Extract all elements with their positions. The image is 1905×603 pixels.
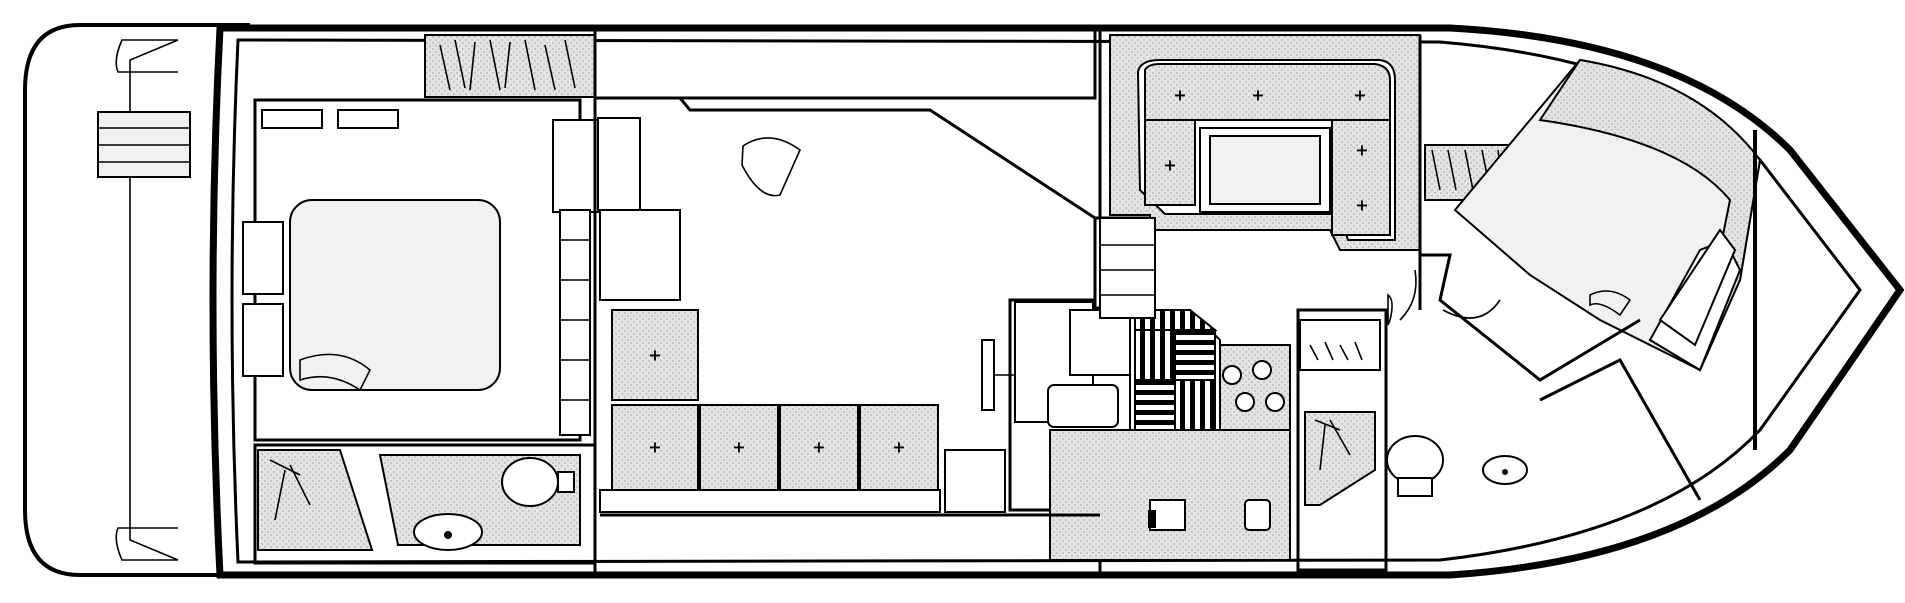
aft-shower bbox=[257, 449, 374, 551]
burner bbox=[1235, 392, 1255, 412]
swim-platform bbox=[23, 23, 250, 577]
aft-companionway-steps bbox=[552, 119, 609, 436]
forward-shower bbox=[1304, 411, 1376, 506]
cushion-cross: + bbox=[1163, 156, 1176, 175]
cushion-cross: + bbox=[1355, 141, 1368, 160]
cushion-cross: + bbox=[892, 438, 905, 457]
cushion-cross: + bbox=[812, 438, 825, 457]
cushion-cross: + bbox=[1251, 86, 1264, 105]
cushion-cross: + bbox=[732, 438, 745, 457]
cushion-cross: + bbox=[648, 438, 661, 457]
aft-pillow bbox=[242, 303, 284, 377]
cushion-cross: + bbox=[1353, 86, 1366, 105]
cushion-cross: + bbox=[1355, 196, 1368, 215]
aft-toilet bbox=[501, 457, 559, 507]
aft-stateroom bbox=[242, 34, 596, 442]
forward-stateroom bbox=[1418, 35, 1762, 501]
aft-pillow bbox=[242, 221, 284, 295]
cushion-cross: + bbox=[1173, 86, 1186, 105]
burner bbox=[1222, 365, 1242, 385]
forward-head bbox=[1296, 293, 1444, 572]
helm-seat bbox=[1047, 384, 1119, 428]
burner bbox=[1252, 360, 1272, 380]
cushion-cross: + bbox=[648, 346, 661, 365]
forward-companionway bbox=[1099, 217, 1417, 321]
burner bbox=[1265, 392, 1285, 412]
galley-stove bbox=[1219, 344, 1291, 436]
settee-cushion bbox=[611, 309, 699, 401]
aft-head bbox=[253, 443, 597, 565]
salon-chair bbox=[741, 137, 801, 197]
forward-toilet bbox=[1386, 435, 1444, 485]
galley: + + + + + + bbox=[1049, 34, 1421, 561]
aft-double-berth bbox=[289, 199, 501, 391]
bulkheads bbox=[593, 28, 1422, 575]
